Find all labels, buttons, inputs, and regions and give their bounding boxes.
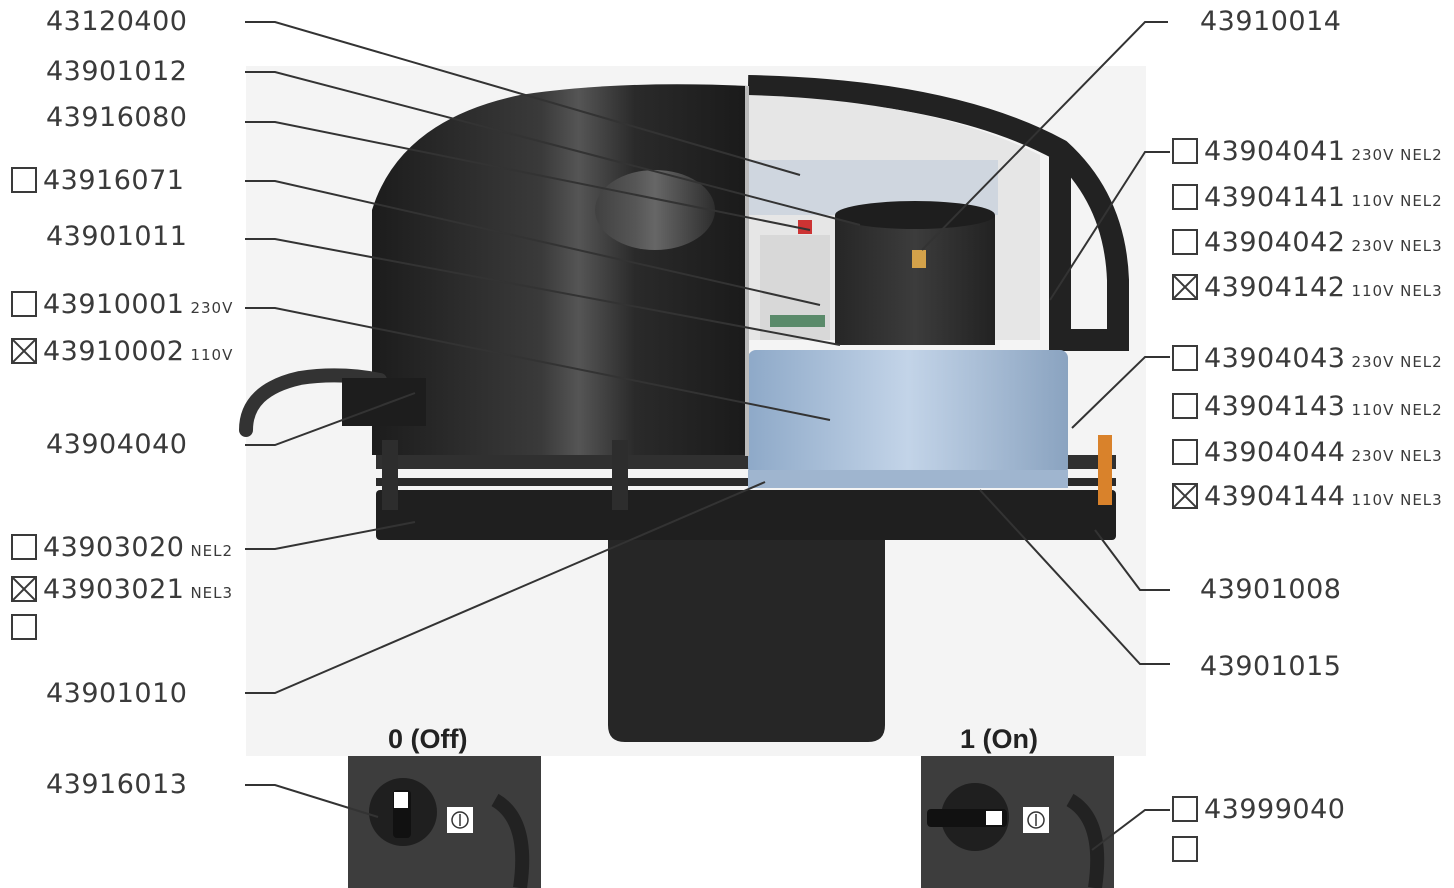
lower-housing xyxy=(608,525,885,742)
rail-lower xyxy=(376,478,1116,486)
part-label-43901010: 43901010 xyxy=(46,678,188,709)
motor xyxy=(835,215,995,345)
checkbox-43904044[interactable] xyxy=(1172,439,1198,465)
checkbox-x-icon xyxy=(13,578,35,600)
checkbox-43910002[interactable] xyxy=(11,338,37,364)
base-plate xyxy=(376,490,1116,540)
checkbox-43999040[interactable] xyxy=(1172,796,1198,822)
part-label-43901008: 43901008 xyxy=(1200,574,1342,605)
checkbox-43904042[interactable] xyxy=(1172,229,1198,255)
checkbox-43904142[interactable] xyxy=(1172,274,1198,300)
part-label-43901015: 43901015 xyxy=(1200,651,1342,682)
part-label-43916080: 43916080 xyxy=(46,102,188,133)
part-label-43901011: 43901011 xyxy=(46,221,188,252)
dome-sheen xyxy=(595,170,715,250)
checkbox-extra-right[interactable] xyxy=(1172,836,1198,862)
cut-line xyxy=(745,86,749,456)
part-label-43916013: 43916013 xyxy=(46,769,188,800)
motor-top xyxy=(835,201,995,229)
checkbox-43910001[interactable] xyxy=(11,291,37,317)
checkbox-43904143[interactable] xyxy=(1172,393,1198,419)
terminal-block xyxy=(770,315,825,327)
foot-mid xyxy=(612,440,628,510)
checkbox-x-icon xyxy=(13,340,35,362)
switch-on-marker xyxy=(986,811,1002,825)
leader-lines xyxy=(245,21,1170,851)
switch-off-marker xyxy=(394,792,408,808)
part-label-43910014: 43910014 xyxy=(1200,6,1342,37)
part-label-43901012: 43901012 xyxy=(46,56,188,87)
checkbox-x-icon xyxy=(1174,276,1196,298)
switch-off-title: 0 (Off) xyxy=(388,724,468,754)
part-label-43916071: 43916071 xyxy=(43,165,185,196)
dome-housing xyxy=(372,84,748,456)
switch-on-title: 1 (On) xyxy=(960,724,1038,754)
part-label-43120400: 43120400 xyxy=(46,6,188,37)
checkbox-43904043[interactable] xyxy=(1172,345,1198,371)
fan-wheel xyxy=(748,350,1068,475)
sensor xyxy=(912,250,926,268)
cable-gland xyxy=(342,378,426,426)
fan-rim xyxy=(748,470,1068,488)
checkbox-43904041[interactable] xyxy=(1172,138,1198,164)
checkbox-x-icon xyxy=(1174,485,1196,507)
checkbox-43903021[interactable] xyxy=(11,576,37,602)
checkbox-43904144[interactable] xyxy=(1172,483,1198,509)
checkbox-43903020[interactable] xyxy=(11,534,37,560)
dome-shell-right xyxy=(747,75,1129,351)
switch-off-symbol xyxy=(451,811,469,829)
power-cable xyxy=(239,368,387,437)
part-label-43904040: 43904040 xyxy=(46,429,188,460)
foot-left xyxy=(382,440,398,510)
foot-right-orange xyxy=(1098,435,1112,505)
checkbox-extra-left[interactable] xyxy=(11,614,37,640)
switch-on-symbol xyxy=(1027,811,1045,829)
checkbox-43916071[interactable] xyxy=(11,167,37,193)
checkbox-43904141[interactable] xyxy=(1172,184,1198,210)
part-label-43999040: 43999040 xyxy=(1204,794,1346,825)
